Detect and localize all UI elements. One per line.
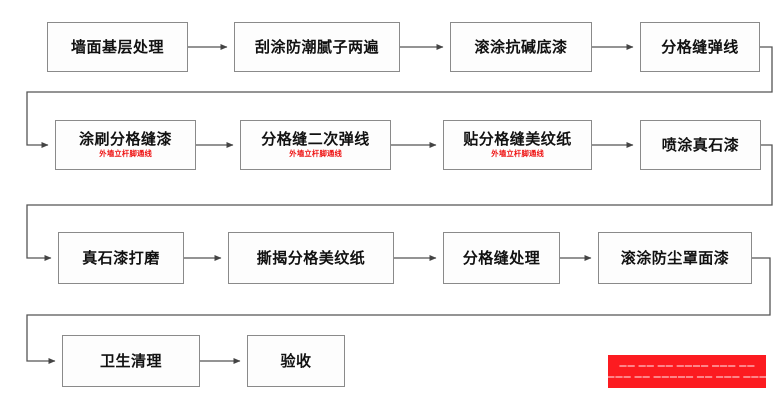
watermark-banner: —— —— —— ———— ——— —— ——— —— ————— —— ———… (608, 355, 766, 388)
flow-node-label: 分格缝二次弹线 (261, 130, 370, 149)
flow-node-label: 墙面基层处理 (70, 37, 164, 56)
flow-node-label: 喷涂真石漆 (661, 135, 740, 154)
flow-node-sublabel: 外墙立杆脚通线 (289, 149, 342, 158)
flow-node-n3: 滚涂抗碱底漆 (450, 22, 592, 72)
flow-node-n14: 验收 (247, 335, 345, 387)
flow-node-label: 真石漆打磨 (82, 248, 160, 267)
flow-node-n8: 喷涂真石漆 (640, 120, 761, 170)
flow-node-sublabel: 外墙立杆脚通线 (99, 149, 152, 158)
flow-node-label: 分格缝处理 (462, 248, 541, 267)
flow-node-n12: 滚涂防尘罩面漆 (598, 232, 752, 284)
flow-node-label: 刮涂防潮腻子两遍 (254, 37, 379, 56)
flow-node-label: 涂刷分格缝漆 (78, 130, 172, 149)
flow-node-n1: 墙面基层处理 (47, 22, 188, 72)
watermark-line-1: —— —— —— ———— ——— —— (619, 360, 755, 370)
watermark-line-2: ——— —— ————— —— ——— ——— (608, 371, 766, 381)
flow-node-n5: 涂刷分格缝漆外墙立杆脚通线 (55, 120, 196, 170)
flow-node-n11: 分格缝处理 (443, 232, 560, 284)
flow-node-n7: 贴分格缝美纹纸外墙立杆脚通线 (443, 120, 592, 170)
flow-node-label: 滚涂抗碱底漆 (474, 37, 568, 56)
flow-node-n10: 撕揭分格美纹纸 (228, 232, 394, 284)
flow-node-label: 撕揭分格美纹纸 (256, 248, 366, 267)
connector-arrows (26, 44, 773, 364)
flow-node-n9: 真石漆打磨 (58, 232, 184, 284)
flow-node-label: 滚涂防尘罩面漆 (620, 248, 730, 267)
flow-node-n4: 分格缝弹线 (640, 22, 760, 72)
flow-node-label: 验收 (280, 351, 312, 370)
flow-node-n13: 卫生清理 (62, 335, 200, 387)
flow-node-n2: 刮涂防潮腻子两遍 (234, 22, 400, 72)
flow-node-sublabel: 外墙立杆脚通线 (491, 149, 544, 158)
flow-node-label: 分格缝弹线 (661, 37, 739, 56)
flow-node-n6: 分格缝二次弹线外墙立杆脚通线 (240, 120, 391, 170)
flow-node-label: 卫生清理 (99, 351, 162, 370)
flow-node-label: 贴分格缝美纹纸 (463, 130, 572, 149)
